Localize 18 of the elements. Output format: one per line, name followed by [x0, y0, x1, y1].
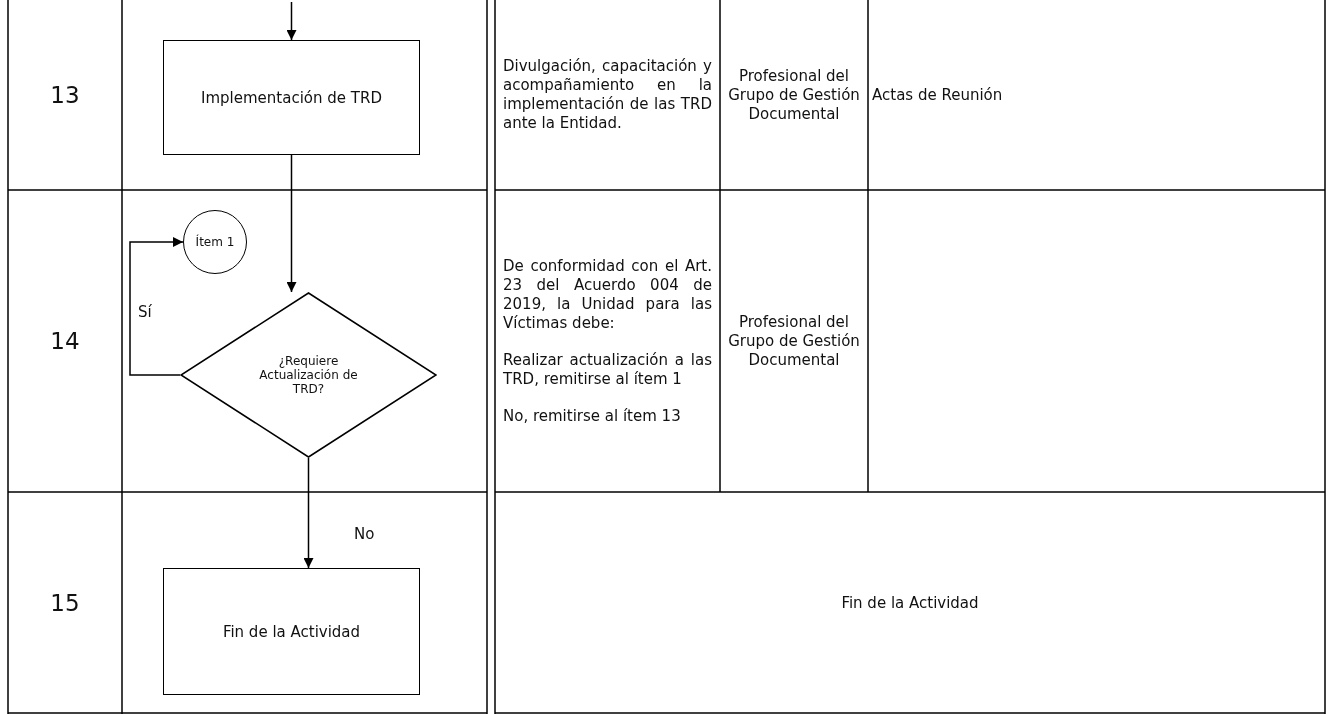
record-name: Actas de Reunión [872, 85, 1003, 105]
step-number: 14 [50, 328, 80, 354]
arrow [286, 154, 297, 293]
decision-diamond: ¿Requiere Actualización de TRD? [180, 292, 437, 458]
arrow [286, 1, 297, 41]
step-number: 13 [50, 82, 80, 108]
step-number: 15 [50, 590, 80, 616]
process-box: Implementación de TRD [163, 40, 420, 155]
responsible-role: Profesional del Grupo de Gestión Documental [728, 66, 860, 124]
responsible-role: Profesional del Grupo de Gestión Documental [728, 312, 860, 370]
arrow [129, 237, 184, 376]
activity-description: Realizar actualización a las TRD, remitirse al ítem 1 [503, 350, 712, 389]
end-text: Fin de la Actividad [841, 593, 979, 613]
activity-description: No, remitirse al ítem 13 [503, 406, 682, 426]
process-box: Fin de la Actividad [163, 568, 420, 695]
activity-description: Divulgación, capacitación y acompañamiento en la implementación de las TRD ante la Entidad. [503, 57, 712, 133]
arrow [303, 457, 314, 569]
activity-description: De conformidad con el Art. 23 del Acuerdo 004 de 2019, la Unidad para las Víctimas debe: [503, 256, 712, 333]
